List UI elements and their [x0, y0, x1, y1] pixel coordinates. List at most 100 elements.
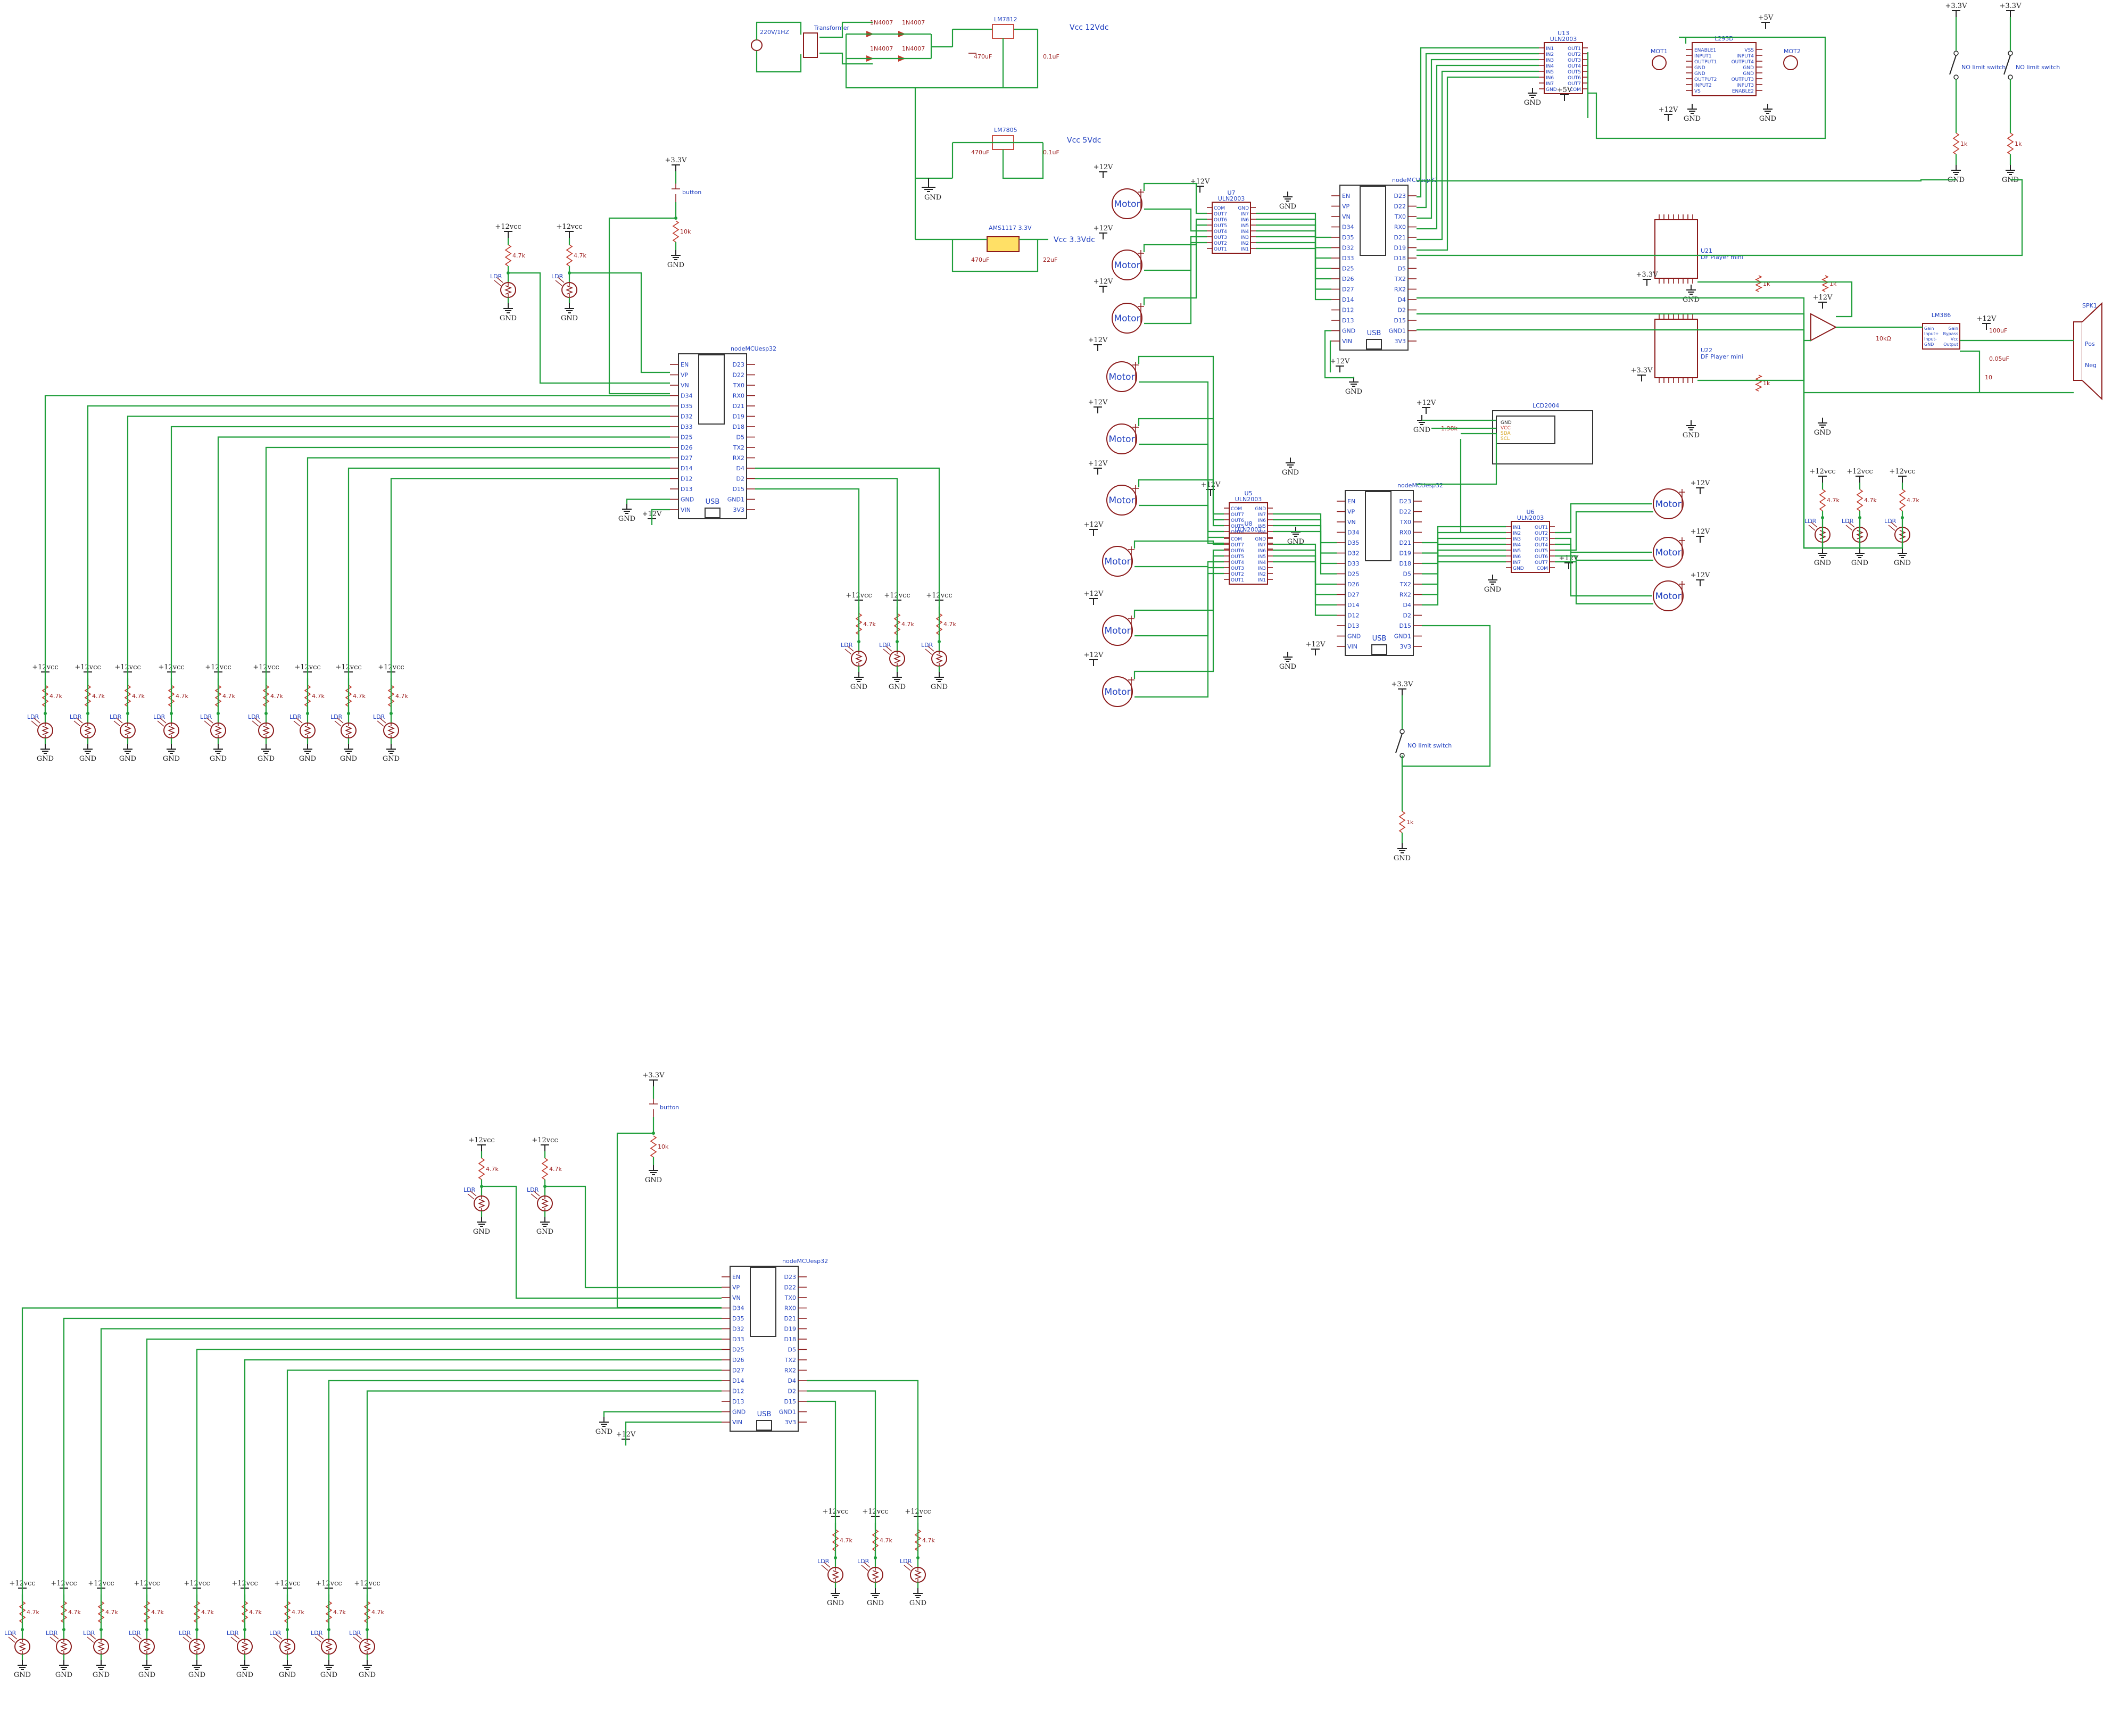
limit-switch[interactable]: NO limit switch	[2003, 51, 2060, 80]
uln-pin-label: OUT3	[1231, 566, 1244, 571]
esp32-usb-port[interactable]	[705, 508, 720, 518]
ldr-label: LDR	[330, 713, 343, 720]
esp32-usb-port[interactable]	[1366, 339, 1382, 350]
uln-pin-label: IN6	[1258, 549, 1266, 554]
speaker-pin-pos: Pos	[2085, 340, 2095, 347]
uln-pin-label: IN1	[1258, 578, 1266, 583]
ac-source-label: 220V/1HZ	[760, 29, 789, 36]
wire	[508, 272, 670, 384]
uln-pin-label: COM	[1231, 506, 1242, 512]
push-button[interactable]: button	[649, 1099, 679, 1117]
ground-icon	[540, 1217, 550, 1227]
uln-pin-label: OUT6	[1568, 76, 1581, 81]
ldr-sensor: LDR	[1842, 518, 1868, 543]
ldr-zigzag	[97, 1639, 105, 1654]
ground-icon	[1286, 458, 1295, 468]
power-flag-icon	[1982, 323, 1991, 330]
uln-pin-label: IN6	[1546, 76, 1554, 81]
esp32-pin-label: D25	[681, 434, 692, 441]
resistor-value: 4.7k	[105, 1609, 118, 1616]
push-button[interactable]: button	[672, 184, 701, 202]
wire	[1422, 552, 1506, 557]
resistor-icon	[1821, 275, 1829, 292]
ground-symbol: GND	[1524, 88, 1541, 107]
esp32-pin-label: D18	[1399, 560, 1411, 567]
power-flag-icon	[1560, 94, 1569, 101]
lm386-pin-label: Gain	[1924, 326, 1934, 331]
ground-icon	[622, 504, 632, 514]
resistor-value: 4.7k	[292, 1609, 304, 1616]
wire	[1273, 530, 1337, 575]
wire	[1273, 519, 1337, 554]
limit-switch[interactable]: NO limit switch	[1949, 51, 2006, 80]
wire	[1417, 419, 1497, 532]
resistor-value: 1k	[1406, 819, 1414, 826]
lcd-pin-label: SCL	[1501, 436, 1510, 442]
uln-pin-label: COM	[1537, 566, 1548, 571]
ldr-divider-resistor: 4.7k	[1856, 489, 1877, 511]
motor-icon	[1106, 423, 1137, 454]
esp32-pin-label: D23	[1394, 193, 1406, 200]
stepper-motor: Motor	[1102, 615, 1134, 646]
ldr-label: LDR	[269, 1630, 281, 1637]
ldr-zigzag	[84, 723, 92, 738]
esp32-pin-label: D27	[732, 1367, 744, 1374]
ground-icon	[261, 744, 271, 754]
wire	[807, 1400, 836, 1558]
esp32-pin-label: D14	[1342, 296, 1354, 303]
uln-pin-label: IN3	[1258, 566, 1266, 571]
ground-icon	[192, 1660, 202, 1670]
esp32-pin-label: D32	[1347, 550, 1359, 557]
uln-pin-label: IN6	[1513, 554, 1521, 560]
wire	[217, 436, 670, 713]
resistor-value: 4.7k	[922, 1537, 935, 1544]
esp32-usb-port[interactable]	[756, 1420, 772, 1431]
ldr-sensor: LDR	[227, 1630, 253, 1655]
uln2003-part: ULN2003	[1235, 526, 1262, 533]
dc-motor-2-label: MOT2	[1784, 48, 1801, 55]
power-flag-icon	[1696, 579, 1704, 586]
motor-icon	[1653, 537, 1684, 568]
ldr-label: LDR	[879, 642, 891, 649]
button-icon	[672, 184, 680, 202]
esp32-pin-label: D4	[788, 1377, 796, 1384]
power-flag-label: +12V	[1691, 528, 1710, 536]
switch-contact	[2008, 74, 2013, 80]
uln-pin-label: OUT1	[1231, 578, 1244, 583]
uln-pin-label: GND	[1238, 206, 1249, 211]
uln-pin-label: GND	[1546, 87, 1557, 93]
power-flag: +3.3V	[665, 156, 687, 171]
ldr-label: LDR	[179, 1630, 191, 1637]
ground-symbol: GND	[79, 744, 96, 763]
dc-motor-1-label: MOT1	[1651, 48, 1668, 55]
power-flag-icon	[1422, 407, 1430, 414]
ground-icon	[167, 744, 176, 754]
speaker-pin-neg: Neg	[2085, 362, 2097, 369]
light-arrows-icon	[113, 717, 123, 727]
dfplayer-name: DF Player mini	[1701, 353, 1743, 360]
uln-pin-label: OUT2	[1214, 241, 1227, 246]
resistor-value: 4.7k	[249, 1609, 262, 1616]
power-flag-icon	[1398, 688, 1406, 695]
motor-icon	[1102, 615, 1133, 646]
power-flag-label: +3.3V	[643, 1071, 665, 1079]
esp32-pin-label: RX0	[784, 1305, 796, 1312]
ground-symbol: GND	[210, 744, 227, 763]
gnd-label: GND	[827, 1599, 844, 1607]
power-flag: +12V	[1201, 481, 1221, 496]
ldr-sensor: LDR	[841, 642, 867, 667]
gnd-label: GND	[1484, 586, 1501, 594]
stepper-motor: Motor	[1112, 188, 1144, 219]
limit-switch[interactable]: NO limit switch	[1395, 729, 1452, 758]
gnd-label: GND	[299, 755, 316, 763]
uln2003-ref: U13	[1558, 30, 1569, 37]
motor-leads	[1679, 537, 1685, 559]
uln-pin-label: OUT1	[1568, 46, 1581, 52]
power-flag-label: +12vcc	[532, 1136, 558, 1144]
resistor-icon	[1819, 489, 1826, 511]
ldr-sensor: LDR	[200, 713, 226, 738]
esp32-pin-label: D27	[681, 455, 692, 462]
l293d-driver: L293DENABLE1INPUT1OUTPUT1GNDGNDOUTPUT2IN…	[1651, 35, 1801, 96]
esp32-pin-label: D32	[1342, 245, 1354, 252]
esp32-usb-port[interactable]	[1371, 644, 1387, 655]
